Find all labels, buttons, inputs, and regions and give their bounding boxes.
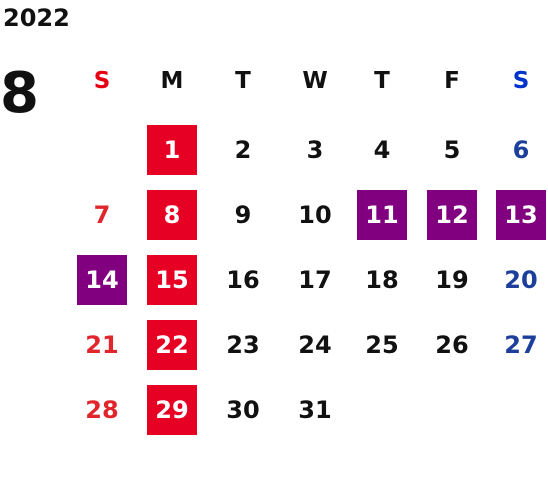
day-cell: 20 (504, 266, 538, 294)
day-cell: 29 (147, 385, 197, 435)
weekday-header: M (160, 67, 184, 94)
day-cell: 16 (226, 266, 260, 294)
day-cell: 7 (93, 201, 111, 229)
day-cell: 28 (85, 396, 119, 424)
day-cell: 15 (147, 255, 197, 305)
weekday-header: F (444, 67, 460, 94)
day-cell: 3 (306, 136, 324, 164)
day-cell: 25 (365, 331, 399, 359)
day-cell: 2 (234, 136, 252, 164)
weekday-header: T (374, 67, 390, 94)
day-cell: 17 (298, 266, 332, 294)
day-cell: 19 (435, 266, 469, 294)
day-cell: 9 (234, 201, 252, 229)
day-cell: 11 (357, 190, 407, 240)
day-cell: 8 (147, 190, 197, 240)
day-cell: 14 (77, 255, 127, 305)
day-cell: 27 (504, 331, 538, 359)
day-cell: 21 (85, 331, 119, 359)
calendar-month: 8 (0, 61, 39, 126)
day-cell: 6 (512, 136, 530, 164)
weekday-header: T (235, 67, 251, 94)
day-cell: 10 (298, 201, 332, 229)
day-cell: 26 (435, 331, 469, 359)
day-cell: 18 (365, 266, 399, 294)
day-cell: 24 (298, 331, 332, 359)
day-cell: 12 (427, 190, 477, 240)
day-cell: 31 (298, 396, 332, 424)
day-cell: 22 (147, 320, 197, 370)
day-cell: 30 (226, 396, 260, 424)
day-cell: 1 (147, 125, 197, 175)
weekday-header: W (302, 67, 328, 94)
day-cell: 5 (443, 136, 461, 164)
day-cell: 23 (226, 331, 260, 359)
weekday-header: S (93, 67, 111, 94)
day-cell: 13 (496, 190, 546, 240)
weekday-header: S (512, 67, 530, 94)
day-cell: 4 (373, 136, 391, 164)
calendar-year: 2022 (3, 4, 70, 32)
